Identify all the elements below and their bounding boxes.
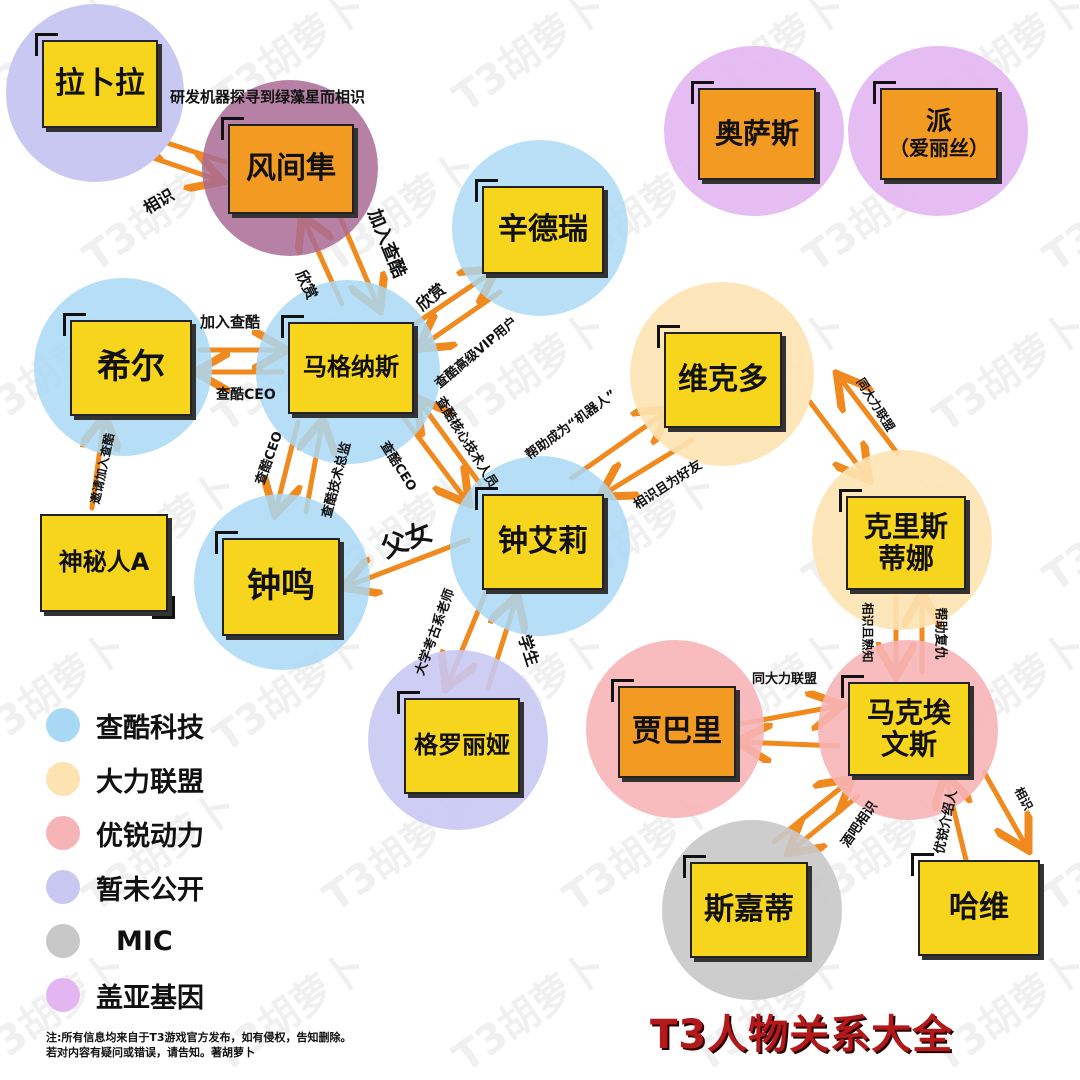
node-pai-label: 派 — [925, 106, 952, 137]
corner-mark — [475, 179, 498, 202]
corner-mark — [475, 487, 498, 510]
node-mystery-a-label: 神秘人A — [58, 548, 150, 577]
node-kelisitina[interactable]: 克里斯蒂娜 — [839, 489, 966, 590]
node-xier[interactable]: 希尔 — [63, 313, 192, 416]
corner-mark — [911, 853, 934, 876]
corner-mark — [281, 315, 304, 338]
corner-mark — [873, 81, 896, 104]
node-magenasi-label: 马格纳斯 — [303, 353, 399, 382]
legend-label: MIC — [116, 925, 173, 957]
page-title: T3人物关系大全 — [650, 1012, 954, 1058]
disclaimer-line-1: 注:所有信息均来自于T3游戏官方发布，如有侵权，告知删除。 — [46, 1031, 352, 1044]
corner-mark — [691, 81, 714, 104]
arrow-zhongaili-to-magenasi — [420, 402, 483, 487]
node-mystery-a[interactable]: 神秘人A — [40, 514, 175, 619]
rel-makeaiwensi-to-kelisitina: 帮助复仇 — [932, 607, 948, 660]
node-hawei[interactable]: 哈维 — [911, 853, 1040, 956]
node-zhongming-label: 钟鸣 — [247, 566, 315, 607]
node-sijiadi[interactable]: 斯嘉蒂 — [683, 855, 808, 958]
legend-dot — [46, 978, 80, 1012]
legend-dot — [46, 762, 80, 796]
legend-dot — [46, 924, 80, 958]
legend-dot — [46, 708, 80, 742]
corner-mark — [611, 679, 634, 702]
corner-mark — [35, 33, 58, 56]
node-fengjiansun-label: 风间隼 — [246, 150, 336, 186]
corner-mark — [221, 117, 244, 140]
node-sijiadi-label: 斯嘉蒂 — [704, 891, 794, 927]
node-makeaiwensi[interactable]: 马克埃文斯 — [841, 675, 970, 776]
corner-mark — [63, 313, 86, 336]
node-aosasi-label: 奥萨斯 — [714, 116, 799, 150]
node-jiabali-label: 贾巴里 — [632, 713, 722, 749]
legend-label: 优锐动力 — [96, 820, 204, 852]
node-kelisitina-label: 克里斯蒂娜 — [863, 509, 948, 575]
node-labula[interactable]: 拉卜拉 — [35, 33, 158, 128]
corner-mark — [657, 325, 680, 348]
node-hawei-label: 哈维 — [949, 889, 1009, 925]
rel-fengjian-labula-research: 研发机器探寻到绿藻星而相识 — [170, 88, 366, 106]
legend-label: 暂未公开 — [96, 874, 204, 906]
legend-item: 优锐动力 — [46, 806, 204, 860]
node-jiabali[interactable]: 贾巴里 — [611, 679, 736, 778]
node-weikeduo[interactable]: 维克多 — [657, 325, 782, 428]
legend-item: 大力联盟 — [46, 752, 204, 806]
corner-mark — [839, 489, 862, 512]
disclaimer-note: 注:所有信息均来自于T3游戏官方发布，如有侵权，告知删除。 若对内容有疑问或错误… — [46, 1030, 352, 1061]
node-xinderui[interactable]: 辛德瑞 — [475, 179, 604, 274]
rel-xier-to-magenasi: 加入查酷 — [200, 313, 261, 331]
corner-mark — [397, 691, 420, 714]
legend-item: 暂未公开 — [46, 860, 204, 914]
node-pai-note: （爱丽丝） — [889, 136, 989, 161]
arrow-makeaiwensi-to-hawei — [981, 769, 1026, 846]
legend-label: 盖亚基因 — [96, 982, 204, 1014]
corner-mark — [841, 675, 864, 698]
node-makeaiwensi-label: 马克埃文斯 — [866, 695, 951, 761]
node-geluoliya[interactable]: 格罗丽娅 — [397, 691, 520, 794]
disclaimer-line-2: 若对内容有疑问或错误，请告知。著胡萝卜 — [46, 1046, 255, 1060]
corner-mark — [152, 596, 175, 619]
legend-item: MIC — [46, 914, 204, 968]
node-zhongaili[interactable]: 钟艾莉 — [475, 487, 604, 590]
corner-mark — [683, 855, 706, 878]
legend-item: 查酷科技 — [46, 698, 204, 752]
node-xier-label: 希尔 — [97, 347, 165, 388]
legend-item: 盖亚基因 — [46, 968, 204, 1022]
node-pai[interactable]: 派 （爱丽丝） — [873, 81, 998, 180]
legend-dot — [46, 816, 80, 850]
arrow-xinderui-to-magenasi — [422, 289, 503, 346]
node-magenasi[interactable]: 马格纳斯 — [281, 315, 414, 414]
legend: 查酷科技 大力联盟 优锐动力 暂未公开 MIC 盖亚基因 — [46, 698, 204, 1022]
node-aosasi[interactable]: 奥萨斯 — [691, 81, 816, 180]
node-weikeduo-label: 维克多 — [678, 361, 768, 397]
rel-jiabali-makeaiwensi: 同大力联盟 — [752, 672, 818, 687]
legend-label: 大力联盟 — [96, 766, 204, 798]
legend-dot — [46, 870, 80, 904]
rel-kelisitina-to-makeaiwensi: 相识且熟知 — [860, 602, 875, 663]
node-labula-label: 拉卜拉 — [55, 65, 145, 101]
node-geluoliya-label: 格罗丽娅 — [414, 731, 510, 760]
node-xinderui-label: 辛德瑞 — [498, 211, 588, 247]
node-zhongming[interactable]: 钟鸣 — [215, 531, 340, 636]
arrow-kelisitina-to-weikeduo — [840, 378, 901, 457]
corner-mark — [215, 531, 238, 554]
node-fengjiansun[interactable]: 风间隼 — [221, 117, 354, 214]
node-zhongaili-label: 钟艾莉 — [498, 523, 588, 559]
legend-label: 查酷科技 — [96, 712, 204, 744]
rel-magenasi-to-xier: 查酷CEO — [216, 387, 276, 403]
